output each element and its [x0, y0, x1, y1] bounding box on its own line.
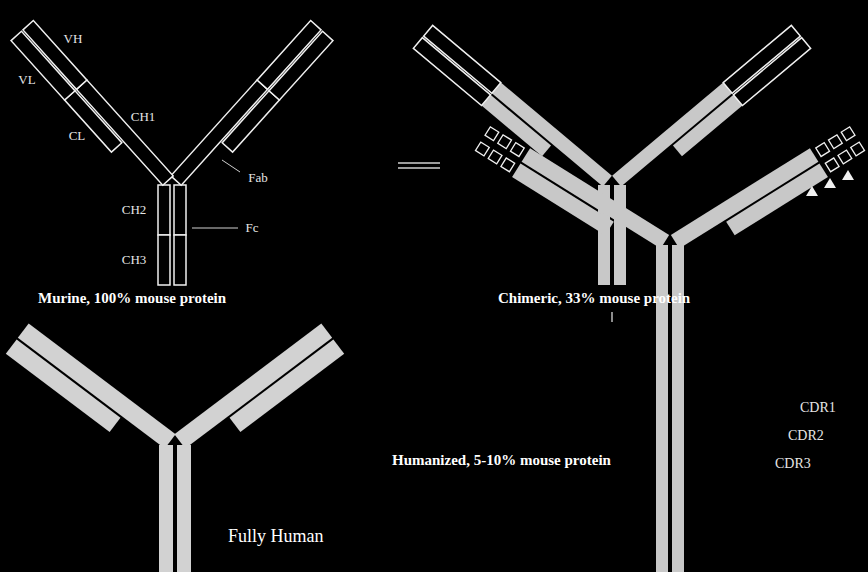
domain-label: CL: [69, 129, 86, 143]
cdr-marker: [806, 170, 854, 196]
leader-line: [192, 228, 238, 229]
caption: Humanized, 5-10% mouse protein: [392, 452, 611, 469]
domain-label: CH3: [122, 253, 147, 267]
transition-arrow: [398, 163, 440, 168]
caption: Fully Human: [228, 527, 324, 547]
transition-arrow: [611, 312, 613, 322]
cdr-label: CDR1: [800, 400, 836, 415]
leader-line: [222, 160, 240, 172]
cdr-label: CDR2: [788, 428, 824, 443]
cdr-label: CDR3: [775, 456, 811, 471]
domain-label: CH2: [122, 203, 147, 217]
caption: Murine, 100% mouse protein: [38, 290, 226, 307]
domain-label: VH: [64, 32, 83, 46]
domain-label: VL: [18, 73, 35, 87]
human-antibody: [6, 323, 344, 572]
murine-antibody: [11, 21, 333, 285]
chimeric-antibody: [413, 25, 810, 285]
domain-label: CH1: [131, 110, 156, 124]
humanized-antibody: [474, 124, 866, 572]
region-label: Fab: [248, 171, 268, 185]
caption: Chimeric, 33% mouse protein: [498, 290, 690, 307]
region-label: Fc: [246, 221, 259, 235]
